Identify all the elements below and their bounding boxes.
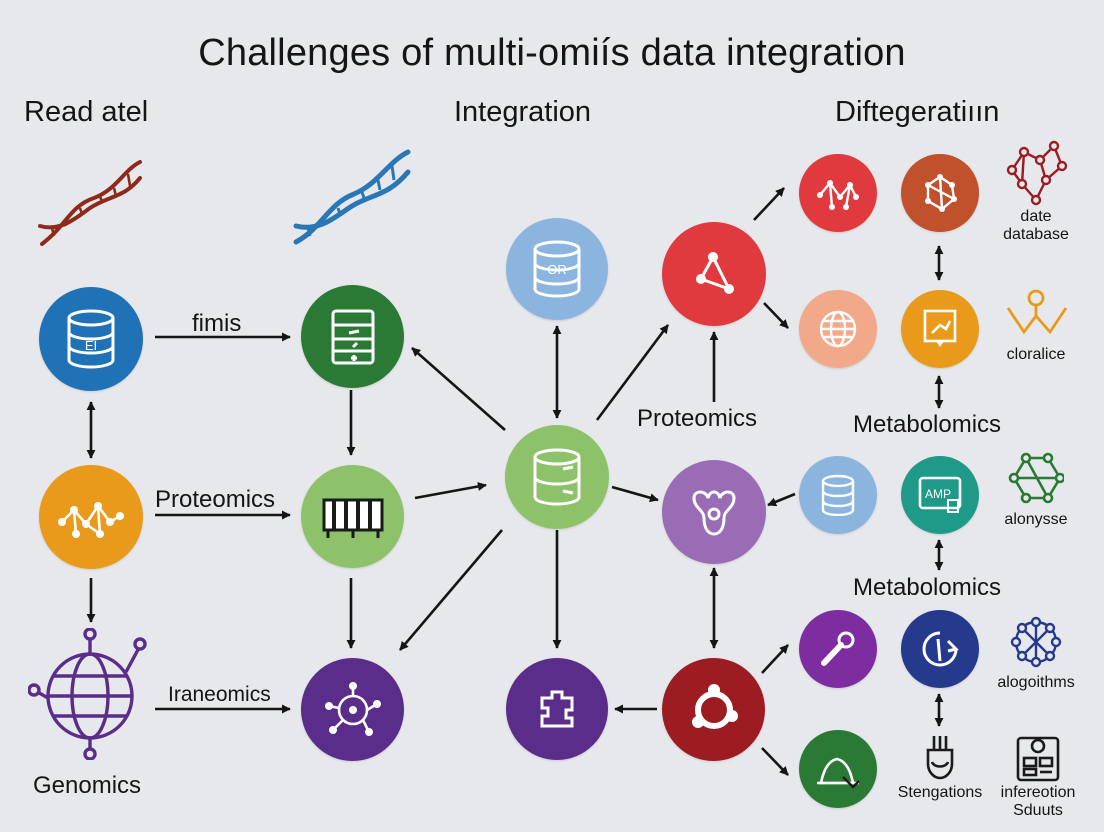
probe-node-magenta bbox=[799, 610, 877, 688]
ring-icon bbox=[691, 683, 738, 729]
chart-icon bbox=[923, 309, 957, 347]
arrow-red-topred bbox=[753, 187, 785, 221]
caption-stengations: Stengations bbox=[897, 784, 983, 801]
arrow-hub-violet bbox=[611, 485, 659, 503]
database-node-blue: EI bbox=[39, 287, 143, 391]
svg-text:OR: OR bbox=[547, 262, 567, 277]
ring-node-darkred bbox=[662, 658, 765, 761]
column-header-right: Diftegeratiıın bbox=[835, 96, 1000, 128]
database-node-green bbox=[301, 285, 404, 388]
caption-alonysse: alonysse bbox=[1004, 511, 1068, 528]
arrow-barcode-hub bbox=[414, 482, 487, 500]
molecule-node-rust bbox=[901, 154, 979, 232]
probe-icon bbox=[821, 631, 855, 666]
database-icon bbox=[331, 309, 374, 364]
label-proteomics-center: Proteomics bbox=[637, 405, 758, 432]
caption-infereotion-sduuts: infereotion Sduuts bbox=[1000, 784, 1076, 819]
refresh-node-navy bbox=[901, 610, 979, 688]
network-node-red bbox=[662, 222, 766, 326]
knot-node-violet bbox=[662, 460, 766, 564]
amp-icon: AMP bbox=[918, 476, 962, 513]
network-node-orange bbox=[39, 465, 143, 569]
network-icon bbox=[58, 502, 124, 538]
label-fimis: fimis bbox=[192, 310, 242, 337]
database-node-small-blue bbox=[799, 456, 877, 534]
puzzle-node-purple bbox=[506, 658, 608, 760]
dna-helix-icon bbox=[36, 156, 146, 256]
label-metabolomics-1: Metabolomics bbox=[853, 411, 1002, 438]
network-node-small-red bbox=[799, 154, 877, 232]
caption-date-database: date database bbox=[1003, 208, 1069, 243]
globe-network-icon bbox=[28, 628, 152, 760]
column-header-left: Read atel bbox=[24, 96, 149, 128]
gripper-tool-icon bbox=[918, 734, 962, 782]
puzzle-icon bbox=[540, 690, 574, 728]
globe-icon bbox=[819, 310, 857, 348]
svg-text:AMP: AMP bbox=[925, 487, 951, 501]
barcode-icon bbox=[322, 498, 383, 538]
molecule-icon bbox=[925, 174, 957, 212]
column-header-middle: Integration bbox=[454, 96, 592, 128]
network-icon bbox=[817, 180, 859, 210]
database-node-or: OR bbox=[506, 218, 608, 320]
refresh-icon bbox=[922, 631, 959, 667]
amp-node-teal: AMP bbox=[901, 456, 979, 534]
arrow-red-salmon bbox=[763, 302, 789, 329]
label-genomics: Genomics bbox=[33, 772, 142, 799]
molecule-node-purple bbox=[301, 658, 404, 761]
bell-icon bbox=[817, 757, 860, 789]
label-metabolomics-2: Metabolomics bbox=[853, 574, 1002, 601]
globe-node-salmon bbox=[799, 290, 877, 368]
dna-helix-icon bbox=[292, 146, 412, 256]
svg-text:EI: EI bbox=[85, 338, 97, 353]
caption-cloralice: cloralice bbox=[1006, 346, 1066, 363]
database-icon bbox=[533, 448, 581, 506]
arrow-hub-red bbox=[595, 324, 670, 421]
diagram-title: Challenges of multi-omiís data integrati… bbox=[198, 32, 906, 74]
arrow-darkred-magenta bbox=[761, 644, 789, 674]
knot-icon bbox=[692, 490, 736, 536]
database-icon: EI bbox=[67, 309, 115, 369]
barcode-node-lightgreen bbox=[301, 465, 404, 568]
algorithm-network-icon bbox=[1008, 612, 1064, 670]
molecule-outline-icon bbox=[1006, 140, 1068, 206]
arrow-lightblue-violet bbox=[767, 492, 796, 507]
label-proteomics-left: Proteomics bbox=[155, 486, 276, 513]
integration-hub-node bbox=[505, 425, 609, 529]
label-iraneomics: Iraneomics bbox=[168, 683, 271, 706]
report-document-icon bbox=[1014, 732, 1062, 784]
arrow-hub-green bbox=[411, 347, 506, 431]
arrow-hub-purple bbox=[399, 529, 503, 651]
hexagon-network-icon bbox=[1008, 452, 1064, 504]
database-icon: OR bbox=[533, 240, 581, 298]
molecule-icon bbox=[324, 681, 381, 736]
network-icon bbox=[696, 252, 734, 294]
bell-node-green bbox=[799, 730, 877, 808]
arrow-darkred-greenbottom bbox=[761, 747, 789, 776]
database-icon bbox=[821, 474, 855, 516]
chart-node-orange bbox=[901, 290, 979, 368]
network-outline-icon bbox=[1004, 288, 1070, 338]
caption-alogoithms: alogoithms bbox=[997, 674, 1075, 691]
